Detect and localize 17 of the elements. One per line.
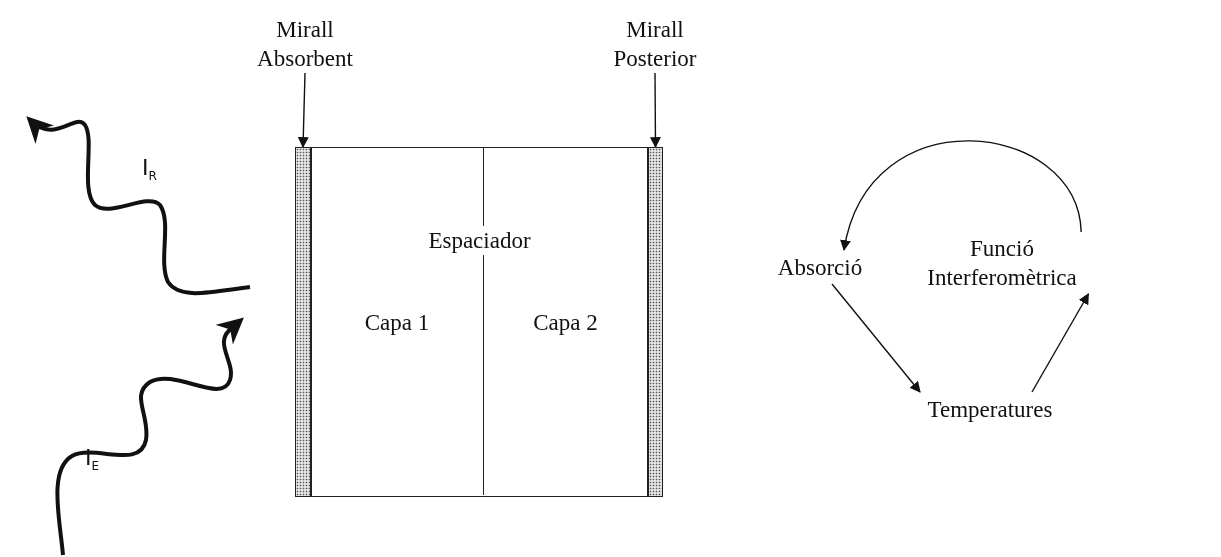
mirror-label: Mirall Posterior <box>590 15 720 73</box>
process-label: Absorció <box>760 250 880 284</box>
process-label: Temperatures <box>920 392 1060 426</box>
spacer-label: Espaciador <box>426 226 533 255</box>
spacer-cavity-box <box>311 147 648 497</box>
arrow <box>1031 293 1090 393</box>
layer-label: Capa 1 <box>310 299 484 346</box>
layer-label: Capa 2 <box>483 299 648 346</box>
leader-arrow <box>649 72 661 149</box>
leader-arrow <box>297 72 309 149</box>
arrow <box>831 283 921 393</box>
intensity-label: I$_{R}$ <box>142 155 157 186</box>
back-mirror-layer <box>648 147 663 497</box>
arrow <box>841 140 1082 252</box>
mirror-label: Mirall Absorbent <box>235 15 375 73</box>
absorbent-mirror-layer <box>295 147 311 497</box>
process-label: Funció Interferomètrica <box>912 232 1092 294</box>
